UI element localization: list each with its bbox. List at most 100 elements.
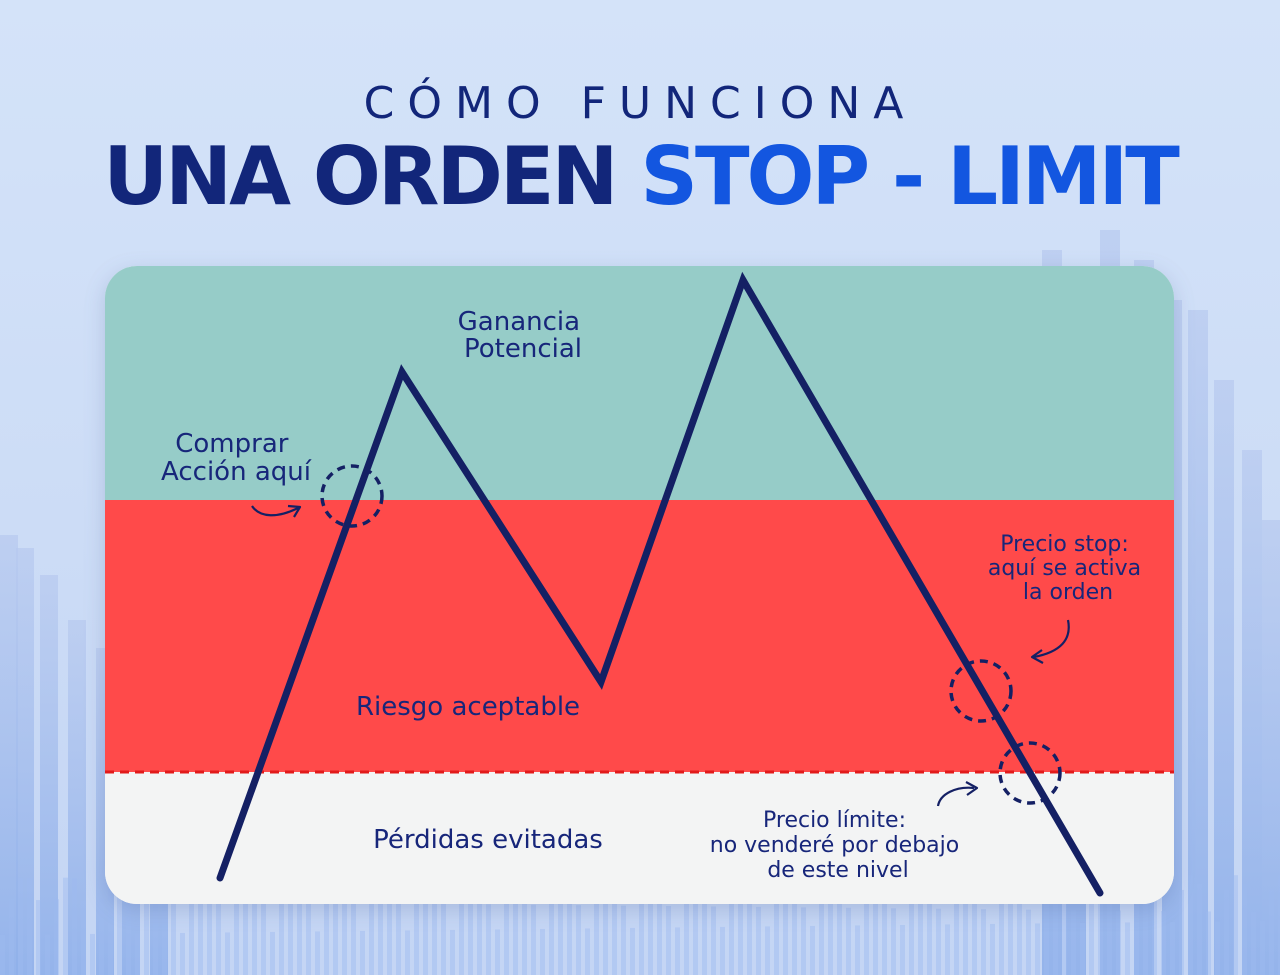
background-bar [828,875,833,975]
background-bar [189,898,194,975]
background-bar [621,905,626,975]
background-bar [378,876,383,975]
background-bar [16,548,34,975]
limit-line-1: Precio límite: [763,808,906,833]
background-bar [450,929,455,975]
background-bar [558,876,563,975]
title-line-1: CÓMO FUNCIONA [363,78,917,129]
background-bar [45,934,50,975]
background-bar [774,893,779,975]
background-bar [225,932,230,975]
background-bar [441,903,446,975]
background-bar [171,901,176,975]
background-bar [675,927,680,975]
background-bar [252,878,257,975]
background-bar [270,931,275,975]
risk-zone-label: Riesgo aceptable [356,692,580,722]
background-bar [999,891,1004,975]
profit-zone-label: Ganancia Potencial [458,307,589,364]
background-bar [0,935,5,975]
title-accent: STOP - LIMIT [640,130,1179,223]
background-bar [1098,875,1103,975]
background-bar [1089,890,1094,975]
background-bar [216,901,221,975]
background-bar [99,898,104,975]
background-bar [873,875,878,975]
background-bar [117,878,122,975]
background-bar [297,879,302,975]
background-bar [1242,450,1262,975]
background-bar [1170,921,1175,975]
background-bar [198,877,203,975]
background-bar [990,923,995,975]
background-bar [720,926,725,975]
background-bar [306,902,311,975]
background-bar [342,879,347,975]
background-bar [1179,889,1184,975]
limit-annotation: Precio límite: no venderé por debajo de … [710,808,966,883]
background-bar [1107,882,1112,975]
background-bar [936,908,941,975]
background-bar [153,877,158,975]
background-bar [909,892,914,975]
background-bar [729,893,734,975]
buy-line-2: Acción aquí [161,457,312,487]
background-bar [864,892,869,975]
background-bar [1188,875,1193,975]
loss-zone [105,772,1174,904]
profit-label-line-2: Potencial [464,334,582,364]
background-bar [315,931,320,975]
background-bar [1251,911,1256,975]
stop-arrow-icon [1030,619,1070,664]
background-bar [68,620,86,975]
background-bar [1214,380,1234,975]
background-bar [567,880,572,975]
limit-line-2: no venderé por debajo [710,833,959,858]
stop-annotation: Precio stop: aquí se activa la orden [988,532,1148,605]
background-bar [666,906,671,975]
stop-line-1: Precio stop: [1000,532,1129,557]
background-bar [1260,921,1265,975]
background-bar [396,903,401,975]
background-bar [1233,875,1238,975]
background-bar [972,882,977,975]
background-bar [576,905,581,975]
background-bar [1161,911,1166,975]
background-bar [351,902,356,975]
background-bar [81,900,86,975]
title-main: UNA ORDEN [103,130,618,223]
background-bar [1017,882,1022,975]
background-bar [207,878,212,975]
background-bar [72,878,77,975]
background-bar [162,878,167,975]
background-bar [549,894,554,975]
background-bar [945,924,950,975]
stop-line-3: la orden [1023,580,1113,605]
stop-line-2: aquí se activa [988,556,1141,581]
background-bar [495,929,500,975]
profit-label-line-1: Ganancia [458,307,580,337]
background-bar [9,899,14,975]
background-bar [234,897,239,975]
background-bar [0,535,18,975]
background-bar [657,880,662,975]
background-bar [702,880,707,975]
background-bar [477,879,482,975]
background-bar [180,932,185,975]
background-bar [288,877,293,975]
background-bar [531,904,536,975]
background-bar [504,895,509,975]
background-bar [324,896,329,975]
background-bar [54,899,59,975]
limit-point-circle [998,741,1062,805]
background-bar [1143,875,1148,975]
background-bar [1053,875,1058,975]
background-bar [630,927,635,975]
background-bar [1080,922,1085,975]
background-bar [855,925,860,975]
background-bar [1262,520,1280,975]
background-bar [810,925,815,975]
background-bar [846,907,851,975]
background-bar [261,902,266,975]
background-bar [522,880,527,975]
